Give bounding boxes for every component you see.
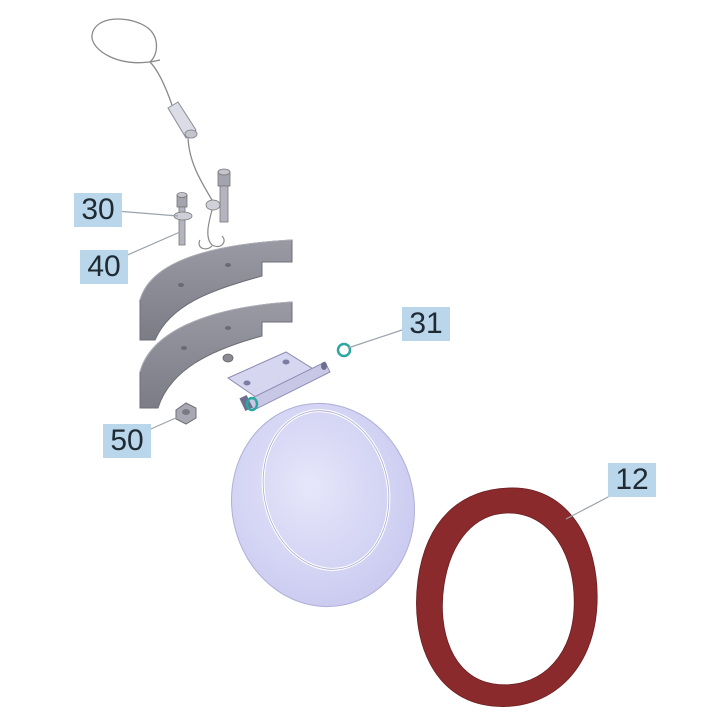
callout-31: 31 [402, 307, 450, 341]
callout-40: 40 [80, 250, 128, 284]
bolt-30 [176, 192, 188, 246]
callout-12: 12 [608, 463, 656, 497]
clip-31 [336, 342, 352, 358]
wire-lanyard [91, 18, 225, 250]
counter-weight-upper [139, 239, 293, 341]
hinge-bracket [226, 351, 331, 412]
clip-ring [245, 396, 259, 412]
callout-50: 50 [103, 424, 151, 458]
retaining-pin [167, 101, 198, 139]
bolt-upper [205, 168, 231, 223]
gasket-12 [416, 487, 598, 707]
callout-30: 30 [74, 193, 122, 227]
nut-50 [175, 402, 197, 425]
valve-disc [230, 402, 416, 608]
counter-weight-lower [139, 301, 293, 409]
